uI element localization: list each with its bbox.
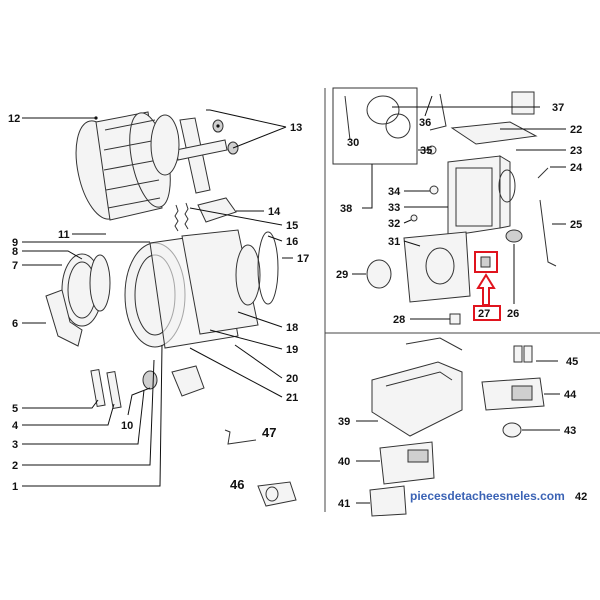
callout-19: 19: [286, 344, 298, 356]
callout-38: 38: [340, 203, 352, 215]
callout-41: 41: [338, 498, 350, 510]
callout-labels: 12 13 14 15 16 17 18 19 20 21 11 9 8 7 6…: [8, 102, 587, 510]
callout-16: 16: [286, 236, 298, 248]
callout-37: 37: [552, 102, 564, 114]
callout-34: 34: [388, 186, 401, 198]
callout-2: 2: [12, 460, 18, 472]
callout-4: 4: [12, 420, 19, 432]
callout-5: 5: [12, 403, 18, 415]
callout-11: 11: [58, 229, 70, 241]
callout-24: 24: [570, 162, 583, 174]
callout-3: 3: [12, 439, 18, 451]
panel-dividers: [324, 88, 600, 512]
callout-30: 30: [347, 137, 359, 149]
callout-27: 27: [478, 308, 490, 320]
callout-31: 31: [388, 236, 400, 248]
callout-47: 47: [262, 425, 276, 440]
callout-22: 22: [570, 124, 582, 136]
callout-32: 32: [388, 218, 400, 230]
part-27-arrow: [476, 273, 496, 306]
callout-23: 23: [570, 145, 582, 157]
callout-45: 45: [566, 356, 578, 368]
callout-10: 10: [121, 420, 133, 432]
callout-14: 14: [268, 206, 281, 218]
callout-26: 26: [507, 308, 519, 320]
callout-12: 12: [8, 113, 20, 125]
callout-8: 8: [12, 246, 18, 258]
leader-lines: [22, 95, 566, 504]
callout-44: 44: [564, 389, 577, 401]
callout-39: 39: [338, 416, 350, 428]
callout-20: 20: [286, 373, 298, 385]
callout-18: 18: [286, 322, 298, 334]
callout-40: 40: [338, 456, 350, 468]
callout-21: 21: [286, 392, 298, 404]
cabinet-assembly-drawing: [332, 87, 557, 325]
callout-17: 17: [297, 253, 309, 265]
callout-6: 6: [12, 318, 18, 330]
watermark-text: piecesdetacheesneles.com: [410, 489, 565, 503]
callout-43: 43: [564, 425, 576, 437]
part-27-label-box: [473, 305, 501, 321]
part-27-highlight-box: [474, 251, 498, 273]
callout-9: 9: [12, 237, 18, 249]
callout-33: 33: [388, 202, 400, 214]
callout-1: 1: [12, 481, 18, 493]
callout-35: 35: [420, 145, 432, 157]
drawer-assembly-drawing: [369, 337, 545, 517]
callout-25: 25: [570, 219, 582, 231]
callout-42: 42: [575, 491, 587, 503]
callout-29: 29: [336, 269, 348, 281]
callout-46: 46: [230, 477, 244, 492]
drum-assembly-drawing: [45, 111, 297, 507]
callout-36: 36: [419, 117, 431, 129]
callout-13: 13: [290, 122, 302, 134]
callout-28: 28: [393, 314, 405, 326]
callout-7: 7: [12, 260, 18, 272]
callout-15: 15: [286, 220, 298, 232]
